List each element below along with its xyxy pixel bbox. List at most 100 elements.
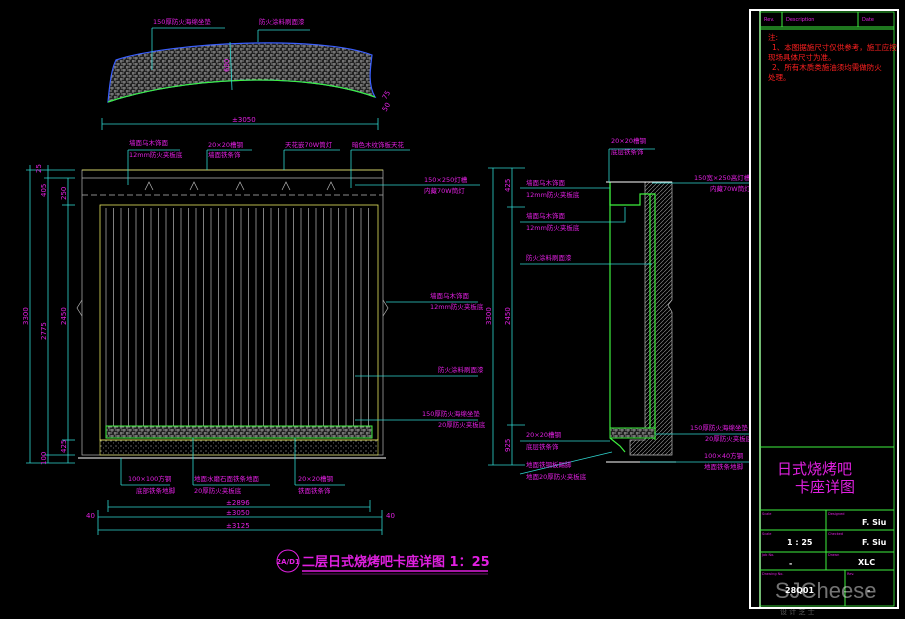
field-label: Checked [828, 532, 843, 536]
callout: 内藏70W筒灯 [710, 184, 751, 193]
designed-value: F. Siu [862, 518, 887, 527]
dim-text: 25 [35, 164, 43, 173]
callout: 20×20槽钢 [208, 140, 243, 149]
callout: 150宽×250高灯槽 [694, 173, 751, 182]
left-dimensions: 25 405 250 3300 2775 2450 425 100 [22, 164, 75, 465]
callout: 12mm防火夹板底 [526, 223, 580, 232]
section-cushion [609, 427, 656, 439]
drawn-value: XLC [858, 558, 875, 567]
callout: 地面铁钢板踢脚 [526, 460, 572, 469]
callout: 20×20槽钢 [298, 474, 333, 483]
rev-value: - [867, 586, 870, 595]
watermark-subtitle: 设 计 芝 士 [780, 607, 815, 616]
callout: 防火涂料刷面漆 [438, 365, 484, 374]
callout: 12mm防火夹板底 [430, 302, 484, 311]
title-block: Rev. Description Date 注: 1、本图据施尺寸仅供参考，施工… [749, 9, 899, 616]
callout: 150×250灯槽 [424, 175, 468, 184]
seat-back-panel [99, 204, 379, 441]
callout: 天花嵌70W筒灯 [285, 140, 333, 149]
field-label: Drawing No. [762, 572, 783, 576]
callout: 墙面乌木饰面 [526, 211, 566, 220]
dim-text: 2450 [504, 307, 512, 325]
note-line: 2、所有木质类施油须均需做防火 [772, 62, 882, 72]
field-label: Drawn [828, 553, 839, 557]
callout: 100×40方钢 [704, 451, 744, 460]
break-mark-left [76, 299, 83, 317]
callout: 底部铁条地脚 [136, 486, 176, 495]
arch-inner-edge [107, 79, 376, 103]
note-line: 现场具体尺寸为准。 [768, 52, 836, 62]
slats [105, 208, 369, 426]
callout: 20×20槽钢 [611, 136, 646, 145]
callout: 墙面乌木饰面 [526, 178, 566, 187]
dim-text: 40 [86, 512, 95, 520]
dim-text: 250 [60, 187, 68, 200]
title-line-1: 日式烧烤吧 [777, 460, 852, 478]
arch-dim-width: ±3050 [232, 116, 256, 124]
callout: 20厚防火夹板底 [194, 486, 242, 495]
field-label: Scale [762, 532, 771, 536]
scale-value: 1 : 25 [787, 538, 813, 547]
callout: 防火涂料刷面漆 [526, 253, 572, 262]
field-label: Designed [828, 512, 844, 516]
top-leaders: 墙面乌木饰面 12mm防火夹板底 20×20槽钢 墙面铁条饰 天花嵌70W筒灯 … [127, 138, 410, 188]
arch-label-paint: 防火涂料刷面漆 [259, 17, 305, 26]
watermark-logo: SJCheese [775, 578, 877, 603]
checked-value: F. Siu [862, 538, 887, 547]
dim-text: 2450 [60, 307, 68, 325]
dim-text: 2775 [40, 322, 48, 340]
callout: 150厚防火海绵坐垫 [422, 409, 480, 418]
dim-text: 405 [40, 184, 48, 197]
dim-text: 3300 [485, 307, 493, 325]
bottom-leaders: 100×100方钢 底部铁条地脚 地面水磨石面铁条地面 20厚防火夹板底 20×… [120, 438, 345, 495]
callout: 地面20厚防火夹板底 [526, 472, 587, 481]
callout: 内藏70W筒灯 [424, 186, 465, 195]
right-leaders: 150×250灯槽 内藏70W筒灯 墙面乌木饰面 12mm防火夹板底 防火涂料刷… [355, 175, 486, 429]
field-label: Scale [762, 512, 771, 516]
dim-text: ±3050 [226, 509, 250, 517]
field-label: Rev. [847, 572, 854, 576]
callout: 地面水磨石面铁条地面 [194, 474, 260, 483]
wall-section [629, 181, 673, 456]
callout: 12mm防火夹板底 [526, 190, 580, 199]
notes-title: 注: [768, 32, 778, 42]
dim-text: ±2896 [226, 499, 250, 507]
lamp-icons [144, 181, 336, 191]
callout: 墙面乌木饰面 [430, 291, 470, 300]
seat-base [99, 439, 379, 456]
callout: 暗色木纹饰板天花 [352, 140, 405, 149]
detail-tag: 2A/D1 [276, 558, 300, 566]
callout: 墙面铁条饰 [208, 150, 241, 159]
field-label: Job No. [761, 553, 774, 557]
callout: 铁面铁条饰 [298, 486, 331, 495]
break-mark-right [382, 299, 389, 317]
callout: 底层铁条饰 [611, 147, 644, 156]
arch-dim-side-b: 50 [381, 101, 392, 113]
booth-section: 20×20槽钢 底层铁条饰 墙面乌木饰面 12mm防火夹板底 墙面乌木饰面 12… [485, 136, 753, 481]
arch-dim-side-a: 75 [381, 89, 392, 101]
job-no-value: - [789, 559, 792, 568]
bottom-dimensions: ±2896 ±3050 ±3125 40 40 [86, 499, 395, 535]
drawing-title: 2A/D1 二层日式烧烤吧卡座详图 1：25 [276, 549, 490, 575]
callout: 地面铁条地脚 [704, 462, 744, 471]
dim-text: 100 [40, 452, 48, 465]
arch-plan: 150厚防火海绵坐垫 防火涂料刷面漆 600 ±3050 75 50 [101, 17, 392, 130]
callout: 20厚防火夹板底 [438, 420, 486, 429]
drawing-no-value: 28Q01 [785, 586, 815, 595]
header-rev: Rev. [764, 17, 775, 23]
drawing-title-text: 二层日式烧烤吧卡座详图 1：25 [302, 554, 490, 570]
callout: 墙面乌木饰面 [129, 138, 169, 147]
dim-text: 425 [60, 440, 68, 453]
header-description: Description [786, 17, 814, 23]
title-line-2: 卡座详图 [795, 478, 855, 496]
dim-text: ±3125 [226, 522, 250, 530]
seat-cushion [105, 425, 373, 439]
arch-dim-height: 600 [223, 59, 231, 72]
callout: 12mm防火夹板底 [129, 150, 183, 159]
dim-text: 425 [504, 179, 512, 192]
dim-text: 925 [504, 439, 512, 452]
booth-elevation: 墙面乌木饰面 12mm防火夹板底 20×20槽钢 墙面铁条饰 天花嵌70W筒灯 … [22, 138, 486, 535]
callout: 20×20槽钢 [526, 430, 561, 439]
note-line: 处理。 [768, 72, 791, 82]
